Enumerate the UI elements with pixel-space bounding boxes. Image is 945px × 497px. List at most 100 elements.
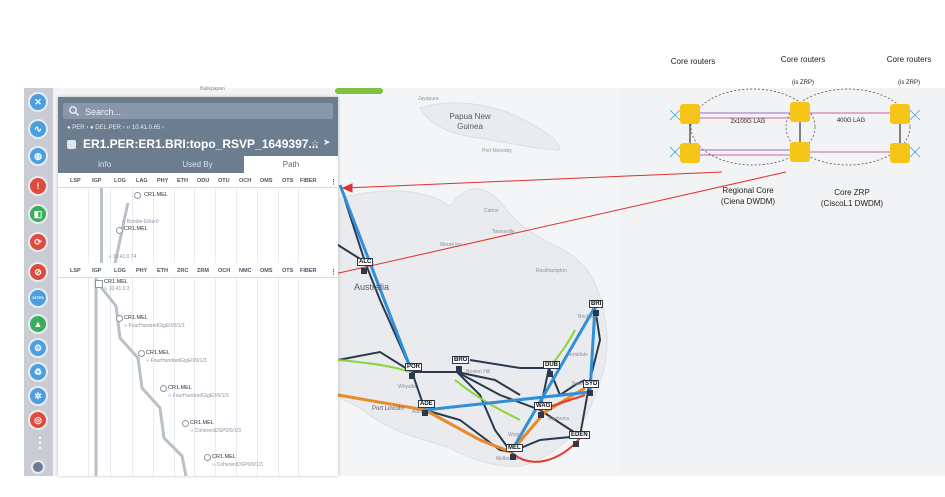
map-label-balikpapan: Balikpapan: [200, 86, 225, 92]
tree-node-label: CR1.MEL: [104, 279, 128, 285]
col-zrc: ZRC: [177, 268, 189, 274]
page-title: ER1.PER:ER1.BRI:topo_RSVP_1649397...: [83, 137, 319, 151]
alert-icon[interactable]: !: [28, 176, 48, 196]
site-mel-label: MEL: [506, 444, 523, 452]
map-label-wagga: Wagga: [508, 432, 524, 438]
site-dub-marker: [547, 371, 553, 377]
map-label-melbourne: Melbourne: [496, 456, 520, 462]
site-ade-marker: [422, 410, 428, 416]
diagram-core-left: Core routers: [670, 57, 716, 66]
site-ade-label: ADE: [418, 400, 435, 408]
col-igp: IGP: [92, 178, 102, 184]
sync-icon[interactable]: ⟳: [28, 232, 48, 252]
site-mel-marker: [510, 454, 516, 460]
globe-icon[interactable]: ◍: [28, 146, 48, 166]
map-label-jayapura: Jayapura: [418, 96, 439, 102]
site-bro-marker: [456, 366, 462, 372]
col-phy: PHY: [136, 268, 148, 274]
col-lag: LAG: [136, 178, 148, 184]
tree-node-sub: ›› 10.41.0.74: [108, 254, 137, 260]
router-right-bottom: [890, 143, 910, 163]
col-lsp: LSP: [70, 178, 81, 184]
target-icon[interactable]: ◎: [28, 410, 48, 430]
column-menu-icon[interactable]: ⋮: [330, 179, 337, 186]
router-mid-bottom: [790, 142, 810, 162]
icon-rail: ✕ ∿ ◍ ! ◧ ⟳ ⊘ SITES ▲ ⚙ ♻ ✲ ◎ ⋮: [24, 88, 53, 476]
col-lsp: LSP: [70, 268, 81, 274]
column-menu-icon[interactable]: ⋮: [330, 269, 337, 276]
home-icon[interactable]: ✕: [28, 92, 48, 112]
navigate-icon[interactable]: ➤: [323, 137, 331, 147]
site-bro-label: BRO: [452, 356, 470, 364]
col-log: LOG: [114, 178, 126, 184]
breadcrumb: ● PER › ● DEL.PER › ›› 10.41.0.65 ›: [67, 125, 164, 131]
tree-node[interactable]: [204, 454, 211, 461]
gear-icon[interactable]: ⚙: [28, 338, 48, 358]
router-right-top: [890, 104, 910, 124]
tree-node[interactable]: [134, 192, 141, 199]
diagram-core-right-sub: (is ZRP): [898, 80, 920, 86]
tab-path[interactable]: Path: [244, 156, 338, 173]
lsp-icon: [67, 140, 76, 149]
orange-links: [337, 386, 586, 454]
network-icon[interactable]: ∿: [28, 119, 48, 139]
user-icon[interactable]: [31, 460, 45, 474]
site-eden-marker: [573, 441, 579, 447]
map-label-png: Papua New Guinea: [449, 112, 491, 131]
router-left-bottom: [680, 143, 700, 163]
tree-node-sub: ›› CoherentDSP0/0/1/3: [190, 428, 241, 434]
diagram-regional: Regional Core: [722, 186, 774, 195]
site-syd-marker: [587, 390, 593, 396]
sites-icon[interactable]: SITES: [28, 288, 48, 308]
search-box[interactable]: [63, 103, 333, 120]
diagram-zrp: Core ZRP: [834, 188, 870, 197]
tree-node-sub: ›› CoherentDSP0/0/1/3: [212, 462, 263, 468]
signal-icon[interactable]: ⊘: [28, 262, 48, 282]
tree-node[interactable]: [160, 385, 167, 392]
tree-node-sub: ›› FourHundredGigE0/0/1/3: [124, 323, 185, 329]
settings-icon[interactable]: ✲: [28, 386, 48, 406]
tree-node[interactable]: [138, 350, 145, 357]
diagram-lag-left: 2x100G LAG: [730, 119, 766, 125]
tree-node-square[interactable]: [95, 280, 103, 288]
col-och: OCH: [239, 178, 252, 184]
col-oms: OMS: [260, 178, 273, 184]
map-label-armidale: Armidale: [568, 352, 588, 358]
map-label-australia: Australia: [354, 282, 390, 292]
path-panel: ● PER › ● DEL.PER › ›› 10.41.0.65 › ER1.…: [58, 97, 338, 476]
diagram-core-mid: Core routers: [780, 55, 826, 64]
tree-node-label: CR1.MEL: [124, 315, 148, 321]
diagram-lag-right: 400G LAG: [836, 118, 866, 124]
map-label-cairns: Cairns: [484, 208, 499, 214]
col-oms: OMS: [260, 268, 273, 274]
site-por-marker: [409, 373, 415, 379]
col-fiber: FIBER: [300, 268, 317, 274]
more-icon[interactable]: ⋮: [33, 434, 47, 450]
tree-node-label: CR1.MEL: [190, 420, 214, 426]
col-odu: ODU: [197, 178, 210, 184]
star-icon[interactable]: ☆: [311, 138, 320, 148]
map-label-whyalla: Whyalla: [398, 384, 416, 390]
search-input[interactable]: [83, 104, 327, 120]
tree-node-sub: ›› Bundle-Ether0: [122, 219, 159, 225]
tree-node[interactable]: [116, 315, 123, 322]
tab-used-by[interactable]: Used By: [182, 160, 213, 169]
tree-node-label: CR1.MEL: [168, 385, 192, 391]
tree-node-sub: ›› FourHundredGigE0/0/1/3: [146, 358, 207, 364]
col-log: LOG: [114, 268, 126, 274]
tab-info[interactable]: Info: [97, 160, 112, 169]
tree-node[interactable]: [116, 227, 123, 234]
col-nmc: NMC: [239, 268, 252, 274]
triangle-icon[interactable]: ▲: [28, 314, 48, 334]
diagram-zrp-sub: (CiscoL1 DWDM): [820, 199, 884, 208]
tree-node[interactable]: [182, 420, 189, 427]
map-label-port-lincoln: Port Lincoln: [372, 406, 404, 412]
site-alc-label: ALC: [357, 258, 374, 266]
recycle-icon[interactable]: ♻: [28, 362, 48, 382]
diagram-core-right: Core routers: [886, 55, 932, 64]
title-row: ER1.PER:ER1.BRI:topo_RSVP_1649397... ☆ ➤: [67, 137, 333, 153]
site-eden-label: EDEN: [569, 431, 590, 439]
dark-links: [329, 199, 602, 453]
layers-icon[interactable]: ◧: [28, 204, 48, 224]
